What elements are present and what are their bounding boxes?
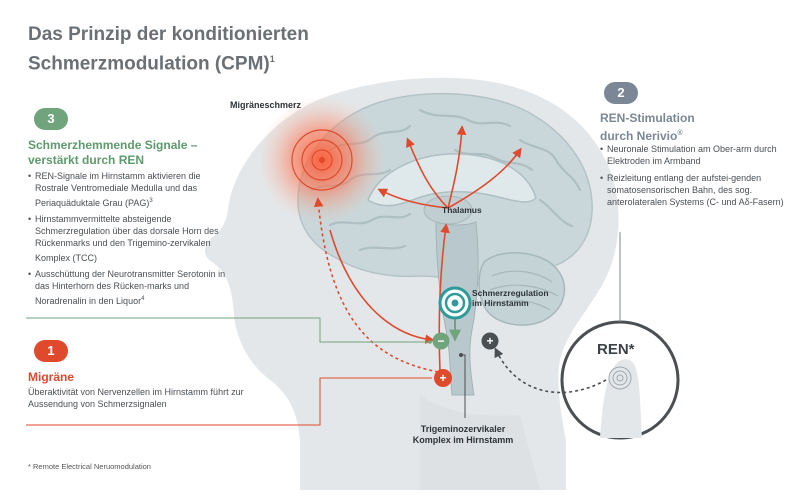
bullet-text: Reizleitung entlang der aufstei-genden s… bbox=[607, 172, 784, 208]
section-2-badge: 2 bbox=[604, 82, 638, 104]
regulation-label: Schmerzregulation im Hirnstamm bbox=[472, 288, 549, 308]
page-title: Das Prinzip der konditionierten Schmerzm… bbox=[28, 22, 309, 76]
minus-node bbox=[432, 332, 450, 350]
section-1-badge: 1 bbox=[34, 340, 68, 362]
section-3-heading: Schmerzhemmende Signale – verstärkt durc… bbox=[28, 138, 197, 168]
section-2-heading: REN-Stimulation durch Nerivio® bbox=[600, 111, 695, 144]
ren-stim-rings bbox=[608, 366, 632, 390]
minus-glyph: − bbox=[437, 334, 445, 348]
section-2-bullet: Reizleitung entlang der aufstei-genden s… bbox=[600, 172, 786, 209]
thalamus-arrows bbox=[377, 125, 522, 209]
bullet-text: Neuronale Stimulation am Ober-arm durch … bbox=[607, 144, 777, 167]
section-3-bullets: REN-Signale im Hirnstamm aktivieren die … bbox=[28, 170, 236, 311]
bullet-text: Ausschüttung der Neurotransmitter Seroto… bbox=[35, 269, 226, 306]
section-2-heading-line-2: durch Nerivio bbox=[600, 129, 678, 143]
title-footnote-ref: 1 bbox=[269, 54, 275, 64]
plus-node-red bbox=[434, 369, 452, 387]
pain-center-dot bbox=[319, 157, 325, 163]
section-3-bullet: Ausschüttung der Neurotransmitter Seroto… bbox=[28, 268, 236, 307]
bullet-ref: 4 bbox=[141, 295, 145, 302]
bullet-text: Hirnstammvermittelte absteigende Schmerz… bbox=[35, 213, 219, 263]
tcc-pointer-end bbox=[459, 353, 463, 357]
cerebellum bbox=[478, 252, 566, 326]
title-line-2: Schmerzmodulation (CPM) bbox=[28, 53, 270, 75]
title-line-1: Das Prinzip der konditionierten bbox=[28, 24, 309, 45]
red-connector bbox=[26, 377, 432, 426]
regulation-label-line-1: Schmerzregulation bbox=[472, 288, 549, 298]
bullet-ref: 3 bbox=[149, 197, 153, 204]
section-3-heading-line-1: Schmerzhemmende Signale – bbox=[28, 138, 198, 152]
migraine-pain-label: Migräneschmerz bbox=[230, 100, 302, 110]
inner-brain bbox=[367, 153, 537, 207]
pain-rings bbox=[291, 129, 353, 191]
section-3-heading-line-2: verstärkt durch REN bbox=[28, 153, 145, 167]
footnote: * Remote Electrical Neruomodulation bbox=[28, 462, 151, 471]
section-2-bullet: Neuronale Stimulation am Ober-arm durch … bbox=[600, 143, 786, 168]
tcc-label: Trigeminozervikaler Komplex im Hirnstamm bbox=[404, 424, 522, 446]
section-3-badge: 3 bbox=[34, 108, 68, 130]
tcc-label-line-2: Komplex im Hirnstamm bbox=[412, 435, 514, 445]
plus-node-dark bbox=[481, 332, 499, 350]
regulation-label-line-2: im Hirnstamm bbox=[472, 298, 529, 308]
arm-shape bbox=[600, 359, 642, 438]
section-3-bullet: Hirnstammvermittelte absteigende Schmerz… bbox=[28, 213, 236, 264]
cerebellum-folds bbox=[489, 270, 559, 311]
plus-glyph-red: + bbox=[439, 371, 447, 385]
section-1-heading: Migräne bbox=[28, 370, 75, 384]
section-2-heading-line-1: REN-Stimulation bbox=[600, 111, 695, 125]
regulation-target bbox=[438, 286, 472, 320]
ren-label: REN* bbox=[597, 341, 635, 358]
section-1-text: Überaktivität von Nervenzellen im Hirnst… bbox=[28, 387, 244, 410]
green-connector-end bbox=[428, 340, 432, 344]
tcc-label-line-1: Trigeminozervikaler bbox=[420, 424, 506, 434]
bullet-text: REN-Signale im Hirnstamm aktivieren die … bbox=[35, 171, 201, 208]
section-2-heading-sup: ® bbox=[677, 130, 683, 137]
descending-red-curve bbox=[329, 229, 435, 344]
neck-shade bbox=[420, 395, 540, 490]
section-3-bullet: REN-Signale im Hirnstamm aktivieren die … bbox=[28, 170, 236, 209]
ascending-arrow bbox=[438, 223, 450, 373]
plus-glyph-dark: + bbox=[486, 334, 494, 348]
thalamus-label: Thalamus bbox=[442, 205, 482, 215]
section-2-bullets: Neuronale Stimulation am Ober-arm durch … bbox=[600, 143, 786, 212]
ren-signal-arrow bbox=[494, 347, 607, 394]
green-connector bbox=[26, 317, 430, 343]
